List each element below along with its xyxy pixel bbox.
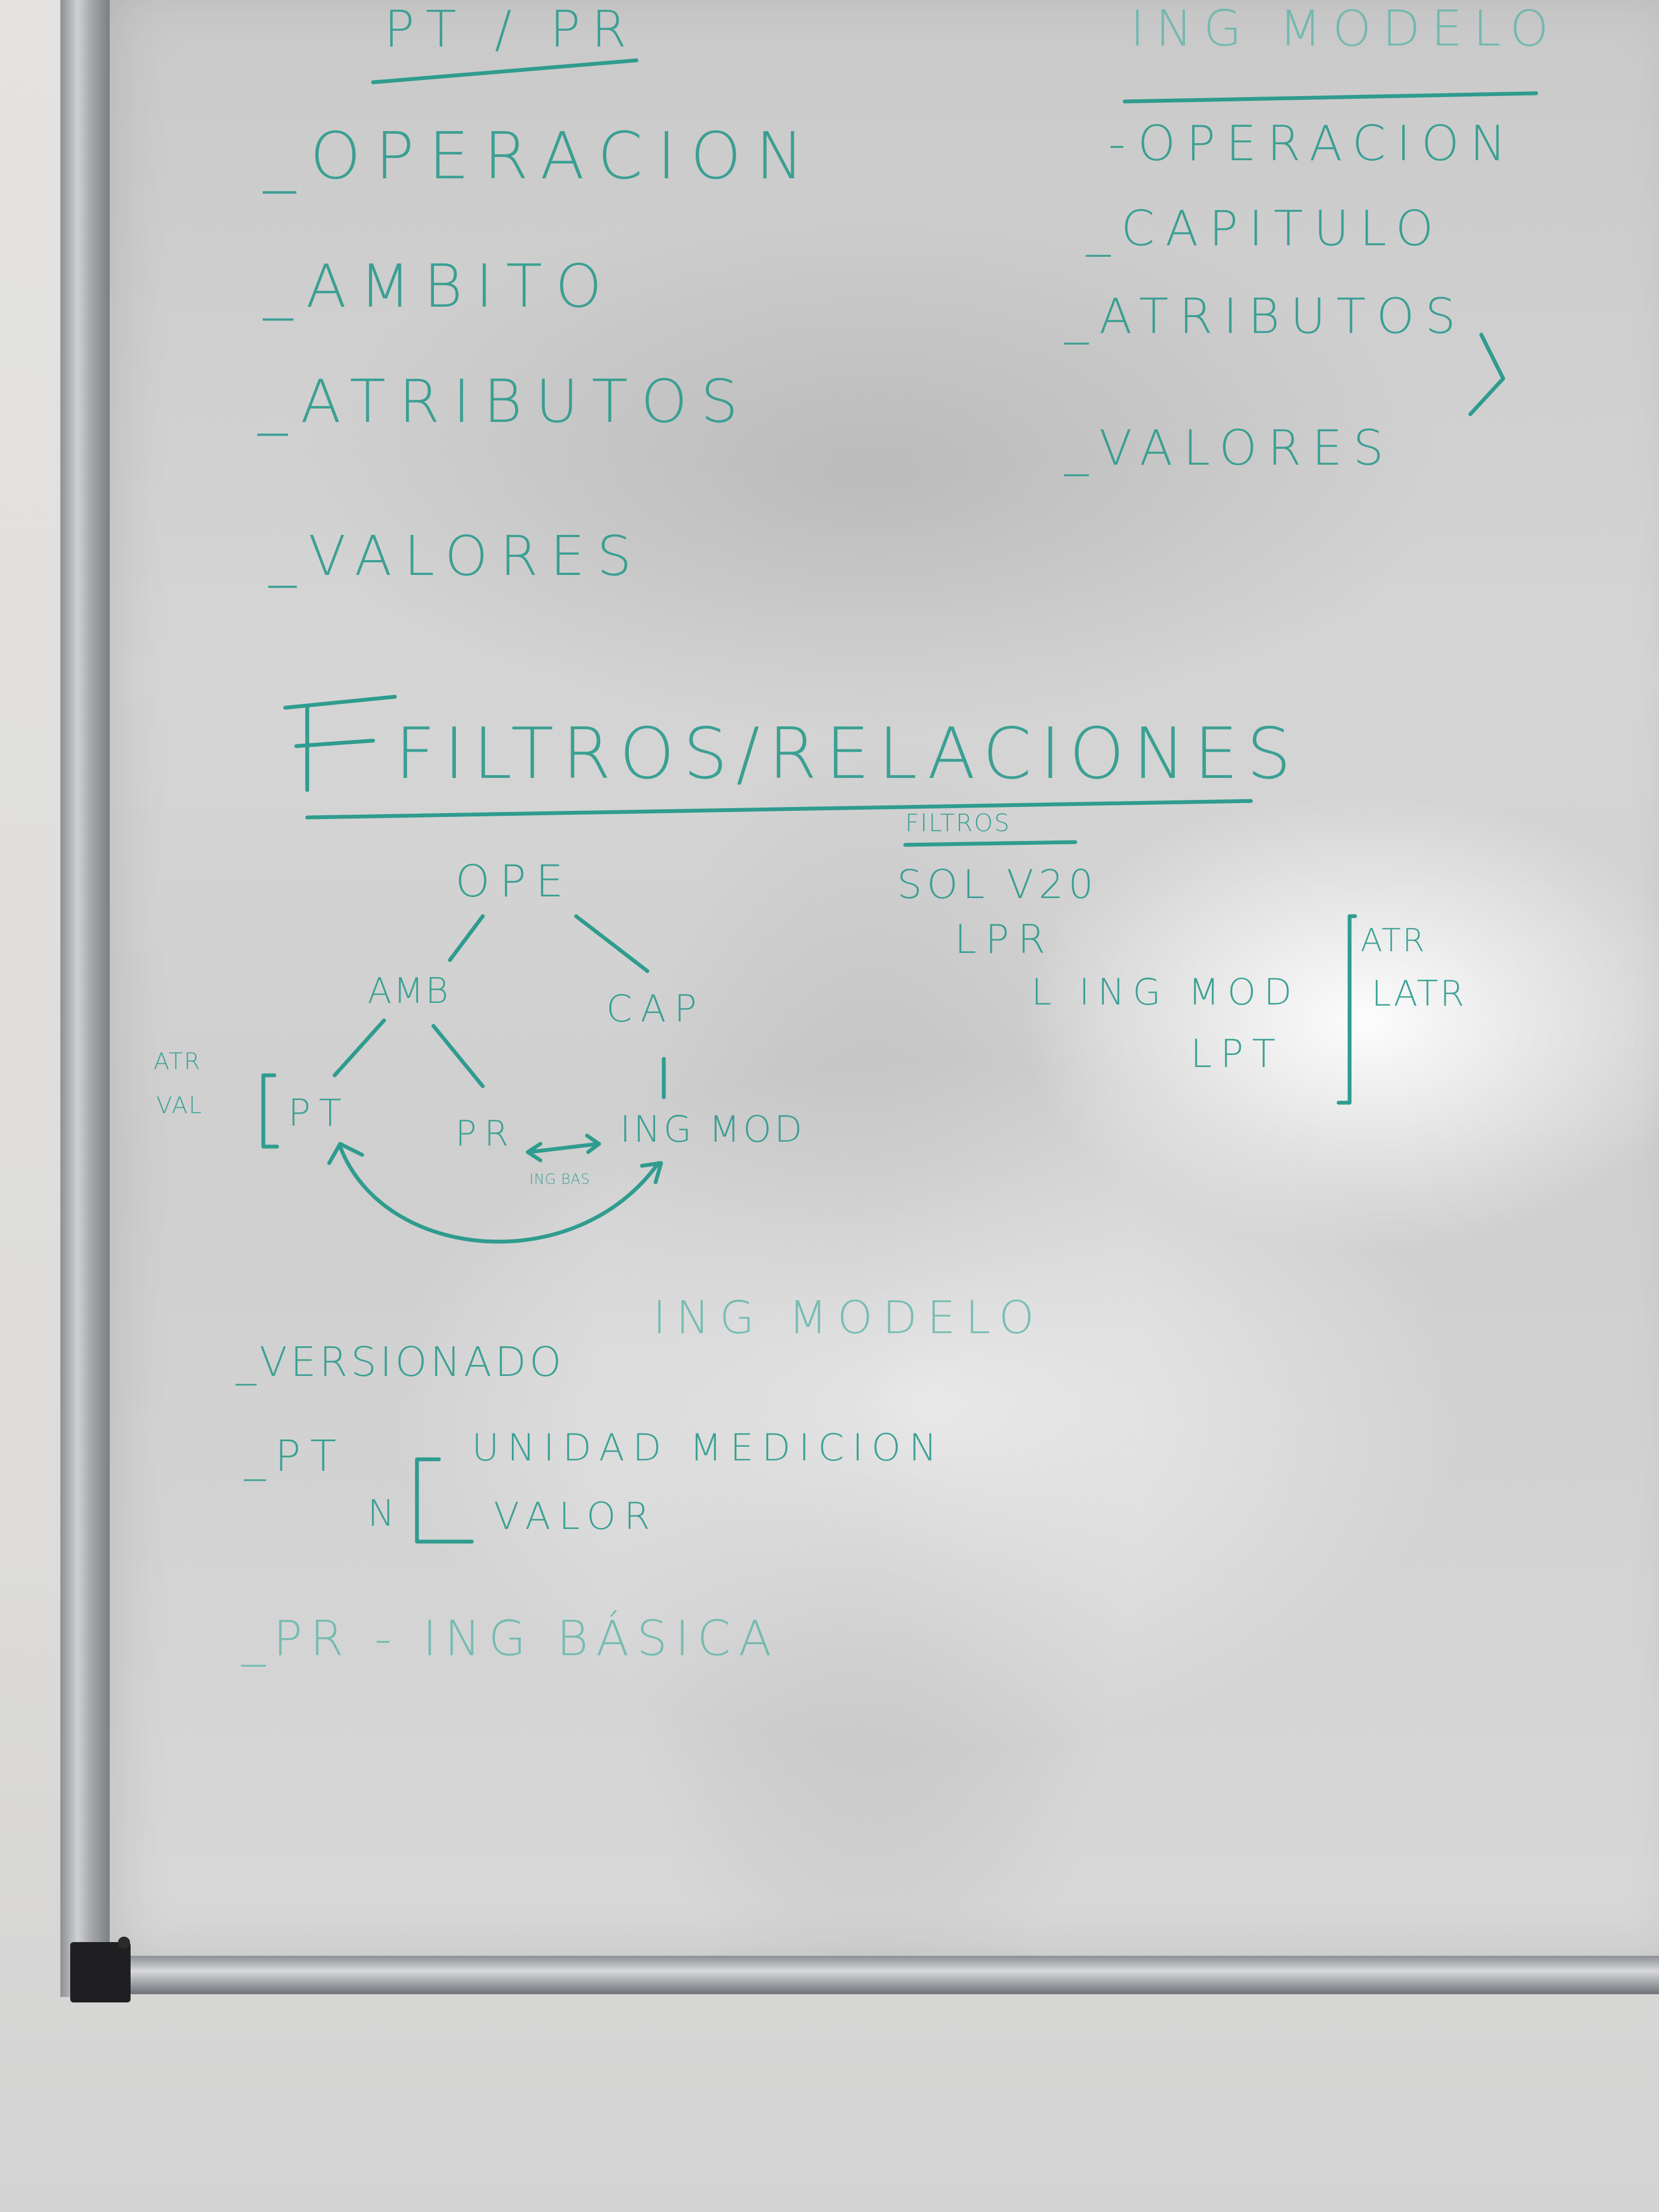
left-list-heading: PT / PR — [384, 0, 638, 59]
tree-node-ing-mod: ING MOD — [620, 1108, 805, 1150]
note-pt: _PT — [244, 1432, 346, 1481]
left-list-item-operacion: _OPERACION — [263, 118, 819, 194]
right-list-item-valores: _VALORES — [1064, 420, 1395, 476]
title-f-stroke — [283, 695, 397, 792]
filters-line-sol: SOL V20 — [897, 861, 1098, 907]
right-list-bracket — [1468, 332, 1505, 416]
whiteboard-frame-left — [60, 0, 110, 1997]
tree-line-amb-pt — [332, 1018, 386, 1077]
frame-corner-cap — [70, 1942, 131, 2002]
left-list-item-valores: _VALORES — [269, 524, 644, 588]
tree-node-pr: PR — [455, 1114, 517, 1154]
note-valor: VALOR — [494, 1495, 658, 1538]
right-list-item-atributos: _ATRIBUTOS — [1064, 288, 1466, 345]
frame-screw — [118, 1937, 130, 1949]
pt-bracket — [261, 1073, 279, 1149]
right-heading-underline — [1122, 91, 1538, 104]
tree-node-pt: PT — [288, 1092, 350, 1135]
tree-line-ope-cap — [574, 914, 650, 973]
tree-node-ope: OPE — [455, 856, 573, 907]
whiteboard-frame-bottom — [71, 1956, 1659, 1994]
section-title: FILTROS/RELACIONES — [395, 713, 1300, 795]
filters-latr: LATR — [1372, 974, 1466, 1014]
right-list-item-capitulo: _CAPITULO — [1086, 200, 1444, 257]
right-list-item-operacion: -OPERACION — [1108, 115, 1517, 172]
filters-atr: ATR — [1361, 922, 1426, 959]
tree-line-ope-amb — [448, 914, 485, 962]
tree-label-ing-bas: ING BAS — [529, 1171, 590, 1188]
note-pr-ing-basica: _PR - ING BÁSICA — [241, 1610, 780, 1667]
filters-bracket — [1336, 914, 1357, 1105]
note-unidad-medicion: UNIDAD MEDICION — [472, 1426, 945, 1470]
note-versionado: _VERSIONADO — [236, 1339, 565, 1386]
filters-heading: FILTROS — [905, 809, 1011, 837]
tree-label-atr: ATR — [154, 1048, 201, 1075]
tree-label-val: VAL — [156, 1092, 203, 1119]
filters-line-ing-mod: L ING MOD — [1031, 971, 1300, 1013]
pr-ing-arrow — [526, 1133, 601, 1163]
filters-line-pt: LPT — [1190, 1031, 1284, 1076]
note-ing-modelo: ING MODELO — [653, 1292, 1045, 1344]
filters-line-pr: LPR — [955, 916, 1054, 962]
title-underline — [305, 799, 1253, 820]
tree-node-cap: CAP — [606, 988, 705, 1031]
whiteboard-surface — [104, 0, 1659, 1970]
filters-underline — [903, 840, 1077, 847]
tree-line-amb-pr — [431, 1024, 485, 1088]
right-list-heading: ING MODELO — [1130, 0, 1560, 58]
tree-node-amb: AMB — [368, 971, 450, 1012]
pt-ingmod-curve — [338, 1144, 661, 1244]
left-heading-underline — [371, 58, 639, 84]
ing-curve-arrowhead — [640, 1161, 663, 1184]
note-n: N — [368, 1492, 403, 1534]
pt-curve-arrowhead — [327, 1142, 364, 1165]
left-list-item-ambito: _AMBITO — [263, 252, 615, 321]
left-list-item-atributos: _ATRIBUTOS — [258, 368, 752, 436]
pt-n-bracket — [415, 1457, 474, 1544]
